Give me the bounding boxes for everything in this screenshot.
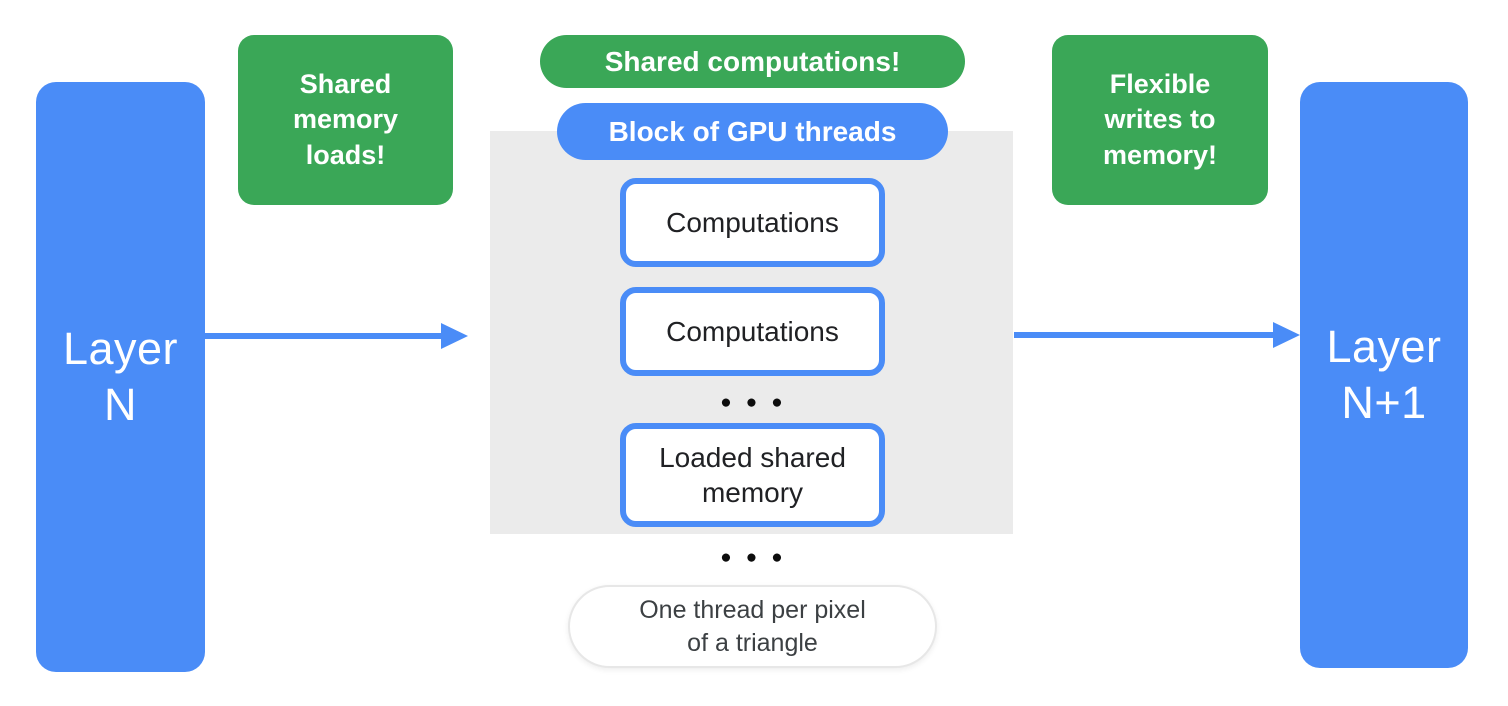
callout-shared-memory-loads-label: Shared memory loads! [292,68,399,170]
callout-shared-computations-label: Shared computations! [604,45,901,77]
arrow-head-icon [1273,322,1300,348]
arrow-layer-n-to-block [205,323,468,349]
thread-note-pill: One thread per pixel of a triangle [568,585,937,668]
layer-n-plus-1-label: Layer N+1 [1326,321,1442,428]
thread-computations-label-1: Computations [666,207,839,238]
loaded-shared-memory-label: Loaded shared memory [659,442,846,508]
callout-flexible-writes-label: Flexible writes to memory! [1102,68,1218,170]
callout-shared-computations: Shared computations! [540,35,965,88]
layer-n-box: Layer N [36,82,205,672]
loaded-shared-memory-box: Loaded shared memory [620,423,885,527]
callout-flexible-writes: Flexible writes to memory! [1052,35,1268,205]
ellipsis-icon-outer: ●●● [720,547,797,568]
arrow-head-icon [441,323,468,349]
thread-computations-box-2: Computations [620,287,885,376]
ellipsis-icon-inner: ●●● [720,392,797,413]
thread-note-label: One thread per pixel of a triangle [639,596,866,657]
gpu-block-title-label: Block of GPU threads [608,115,897,147]
layer-n-label: Layer N [62,323,179,430]
arrow-line [205,333,441,339]
arrow-line [1014,332,1273,338]
arrow-block-to-layer-n-plus-1 [1014,322,1300,348]
callout-shared-memory-loads: Shared memory loads! [238,35,453,205]
layer-n-plus-1-box: Layer N+1 [1300,82,1468,668]
gpu-block-title-pill: Block of GPU threads [557,103,948,160]
thread-computations-box-1: Computations [620,178,885,267]
thread-computations-label-2: Computations [666,316,839,347]
